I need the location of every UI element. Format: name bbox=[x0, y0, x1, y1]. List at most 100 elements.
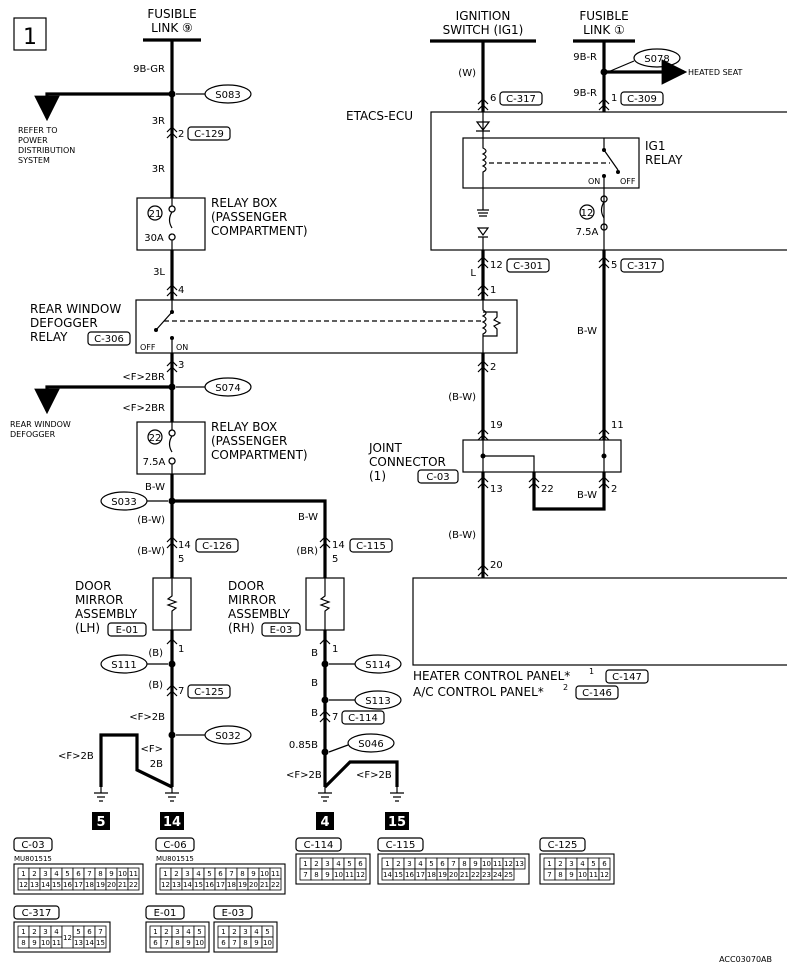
connector-pin-c114 bbox=[354, 868, 367, 881]
refer-note-4: SYSTEM bbox=[18, 156, 50, 165]
connector-label-c125: C-125 bbox=[548, 840, 578, 851]
splice-s078: S078 bbox=[644, 54, 669, 65]
rh-pin-14: 14 bbox=[332, 540, 345, 551]
lh-conn-e01: E-01 bbox=[116, 625, 139, 636]
ig-pin-22: 22 bbox=[541, 484, 554, 495]
connector-pin-label-c06: 18 bbox=[227, 881, 236, 889]
heater-sup: 1 bbox=[589, 667, 594, 676]
connector-pin-label-e03: 6 bbox=[221, 939, 226, 947]
ig1-relay-l1: IG1 bbox=[645, 139, 665, 153]
connector-pin-label-c03: 2 bbox=[32, 870, 36, 878]
connector-pin-label-c03: 18 bbox=[85, 881, 94, 889]
connector-pin-label-e03: 5 bbox=[265, 928, 269, 936]
wire-defogger-branch bbox=[34, 385, 172, 415]
connector-pin-label-e01: 4 bbox=[186, 928, 191, 936]
connector-pin-label-c317: 3 bbox=[43, 928, 47, 936]
lh-wire-2b: 2B bbox=[150, 759, 163, 770]
ground-15-num: 15 bbox=[388, 815, 406, 830]
heater-panel-label: HEATER CONTROL PANEL* bbox=[413, 669, 570, 683]
connector-pin-label-c03: 21 bbox=[118, 881, 127, 889]
connector-pin-label-c125: 11 bbox=[589, 871, 598, 879]
lh-pin-1: 1 bbox=[178, 644, 184, 655]
connector-pin-c317 bbox=[61, 925, 74, 949]
connector-pin-label-c115: 14 bbox=[383, 871, 392, 879]
connector-pin-label-c03: 3 bbox=[43, 870, 47, 878]
ground-14-symbol bbox=[165, 787, 179, 802]
page-number-box bbox=[13, 17, 47, 51]
relay-box-2-l2: (PASSENGER bbox=[211, 434, 287, 448]
connector-pin-c115 bbox=[513, 857, 526, 870]
connector-pin-label-e01: 10 bbox=[195, 939, 204, 947]
refer-note-3: DISTRIBUTION bbox=[18, 146, 75, 155]
connector-pin-label-c115: 23 bbox=[482, 871, 491, 879]
pin-2-c129: 2 bbox=[178, 129, 184, 140]
connector-pin-label-e03: 2 bbox=[232, 928, 236, 936]
ig-pin-2: 2 bbox=[490, 362, 496, 373]
connector-pin-label-c114: 7 bbox=[303, 871, 307, 879]
wire-to-rh bbox=[172, 499, 327, 578]
connector-pin-label-c115: 20 bbox=[449, 871, 458, 879]
rear-defogger-2: DEFOGGER bbox=[10, 430, 56, 439]
right-wire-9br: 9B-R bbox=[573, 52, 597, 63]
lh-wire-bw: (B-W) bbox=[137, 546, 165, 557]
connector-pin-label-c125: 3 bbox=[569, 860, 573, 868]
connector-pin-label-c317: 15 bbox=[96, 939, 105, 947]
rh-conn-c115: C-115 bbox=[356, 541, 386, 552]
connector-label-e03: E-03 bbox=[222, 908, 245, 919]
ecu-ground-internal bbox=[477, 209, 489, 217]
connector-pin-label-c06: 9 bbox=[251, 870, 255, 878]
wire-rh-ground-right bbox=[323, 760, 399, 789]
connector-pin-label-c06: 7 bbox=[229, 870, 233, 878]
lh-wire-b-b: (B) bbox=[148, 680, 163, 691]
connector-pin-label-c125: 9 bbox=[569, 871, 573, 879]
connector-pin-label-c06: 6 bbox=[218, 870, 223, 878]
page-number: 1 bbox=[23, 25, 37, 50]
lh-wire-b-a: (B) bbox=[148, 648, 163, 659]
joint-l3: (1) bbox=[369, 469, 386, 483]
wire-bw: B-W bbox=[145, 482, 165, 493]
connector-pin-label-c125: 5 bbox=[591, 860, 595, 868]
rh-wire-b-b: B bbox=[311, 678, 318, 689]
connector-pin-label-c317: 11 bbox=[52, 939, 61, 947]
connector-label-c317: C-317 bbox=[22, 908, 52, 919]
connector-pin-label-c03: 14 bbox=[41, 881, 50, 889]
ig-conn-c317: C-317 bbox=[506, 94, 536, 105]
splice-s032: S032 bbox=[215, 731, 240, 742]
connector-pin-label-e03: 9 bbox=[254, 939, 258, 947]
connector-pin-label-e03: 4 bbox=[254, 928, 259, 936]
connector-pin-label-c114: 8 bbox=[314, 871, 318, 879]
fuse-12-num: 12 bbox=[581, 208, 594, 219]
connector-label-c114: C-114 bbox=[304, 840, 334, 851]
defog-coil bbox=[481, 300, 487, 353]
connector-pin-e01 bbox=[193, 936, 206, 949]
ig-pin-6: 6 bbox=[490, 93, 496, 104]
connector-pin-label-c03: 4 bbox=[54, 870, 59, 878]
connector-pin-label-c317: 1 bbox=[21, 928, 25, 936]
connector-pin-label-c114: 10 bbox=[334, 871, 343, 879]
connector-pin-label-c03: 11 bbox=[129, 870, 138, 878]
ig-wire-w: (W) bbox=[458, 68, 476, 79]
ig1-on: ON bbox=[588, 177, 600, 186]
connector-pin-label-c115: 7 bbox=[451, 860, 455, 868]
connector-pin-label-c114: 12 bbox=[356, 871, 365, 879]
ecu-diode-2 bbox=[476, 227, 490, 250]
connector-pin-label-c06: 14 bbox=[183, 881, 192, 889]
mirror-rh-l2: MIRROR bbox=[228, 593, 276, 607]
connector-pin-label-c06: 1 bbox=[163, 870, 167, 878]
connector-pin-label-c06: 2 bbox=[174, 870, 178, 878]
connector-pin-label-c115: 24 bbox=[493, 871, 502, 879]
connector-pin-label-e03: 3 bbox=[243, 928, 247, 936]
connector-label-c06: C-06 bbox=[163, 840, 186, 851]
connector-pin-label-c03: 13 bbox=[30, 881, 39, 889]
connector-pin-label-c115: 9 bbox=[473, 860, 477, 868]
wire-f2br-a: <F>2BR bbox=[122, 372, 165, 383]
connector-pin-label-c06: 12 bbox=[161, 881, 170, 889]
connector-part-c03: MU801515 bbox=[14, 855, 52, 863]
fusible-link-34-l1: FUSIBLE bbox=[579, 9, 628, 23]
connector-pin-c06 bbox=[269, 878, 282, 891]
connector-pin-label-c115: 6 bbox=[440, 860, 445, 868]
ig-pin-11: 11 bbox=[611, 420, 624, 431]
connector-pin-c317 bbox=[94, 936, 107, 949]
rh-pin-7: 7 bbox=[332, 712, 338, 723]
connector-pin-c115 bbox=[502, 868, 515, 881]
